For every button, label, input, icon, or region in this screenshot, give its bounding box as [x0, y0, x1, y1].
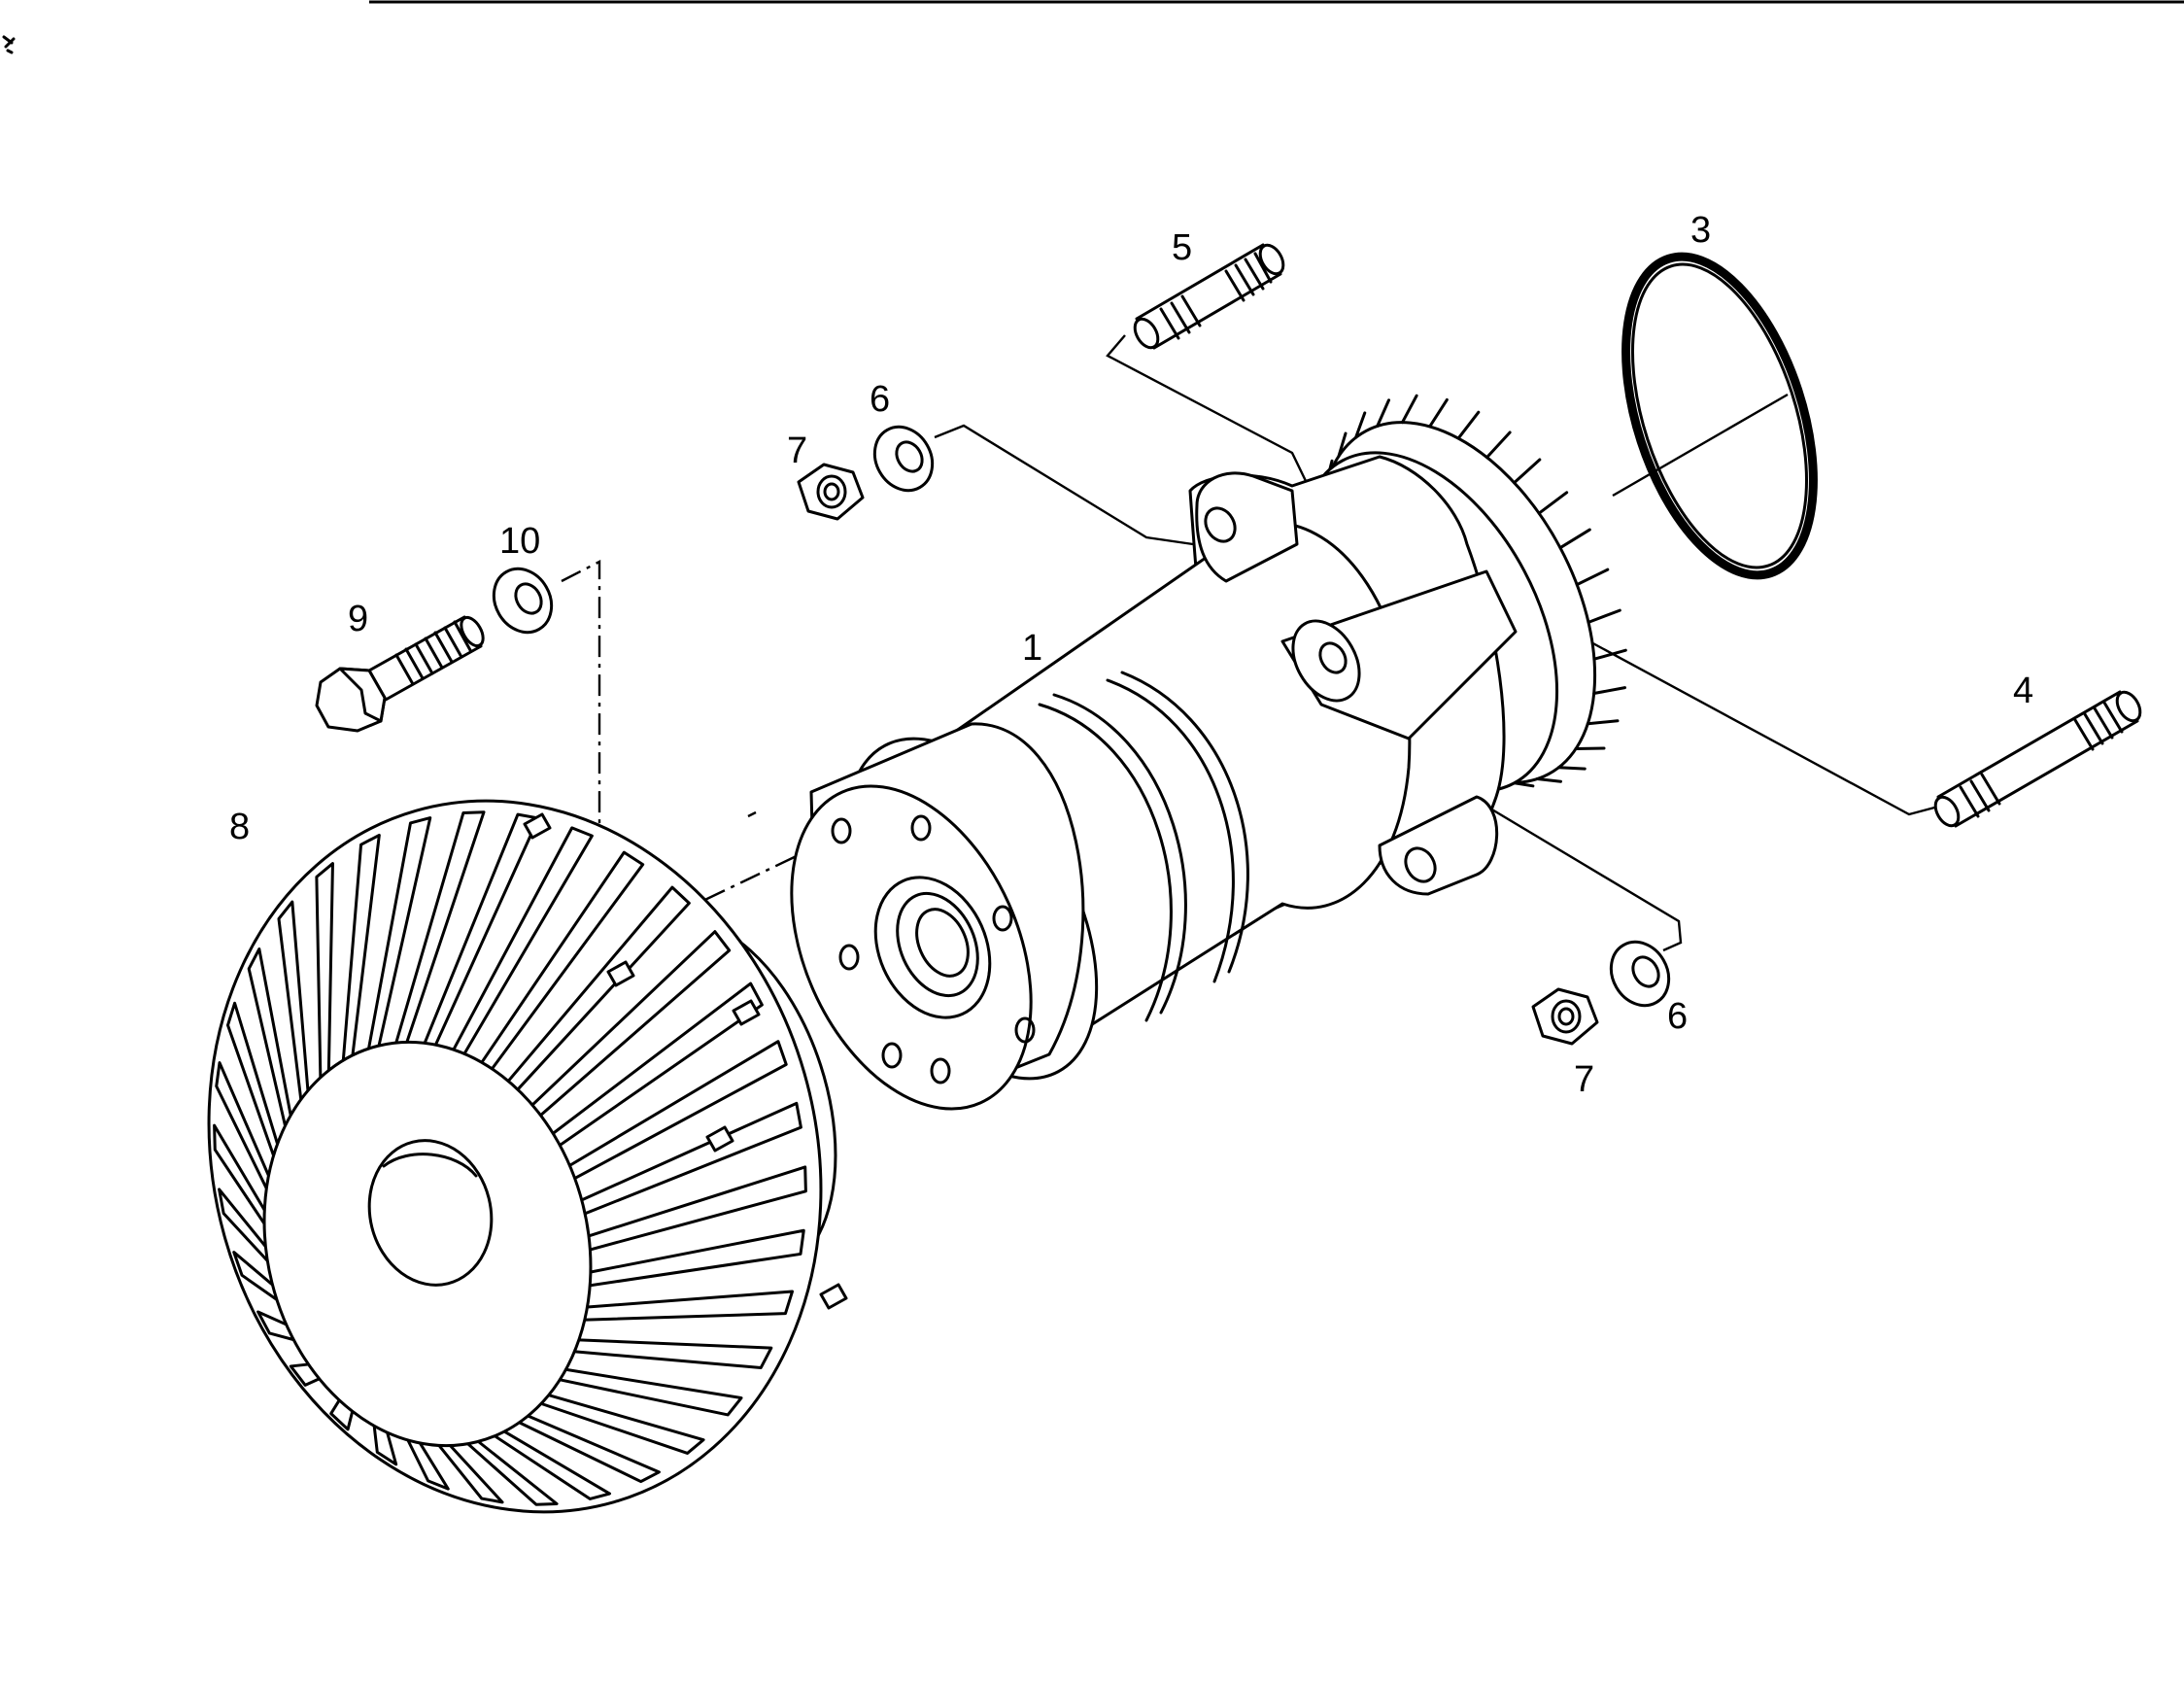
stud-part-right — [1933, 690, 2142, 828]
callout-3: 3 — [1690, 210, 1712, 251]
callout-9: 9 — [348, 599, 369, 639]
callout-8: 8 — [229, 807, 251, 847]
gear-tooth — [1485, 430, 1512, 460]
hex-bolt-part — [315, 615, 485, 733]
gear-tooth — [1556, 766, 1587, 771]
gear-tooth — [1400, 394, 1418, 425]
pump-housing-part — [790, 394, 1627, 1111]
callout-4: 4 — [2013, 671, 2034, 711]
gear-tooth — [1535, 777, 1562, 783]
stud-part-upper — [1133, 243, 1285, 350]
gear-tooth — [1592, 686, 1627, 696]
callout-6-upper: 6 — [870, 379, 891, 420]
o-ring-part — [1621, 252, 1818, 580]
callout-10: 10 — [499, 521, 541, 562]
callout-7-upper: 7 — [787, 430, 808, 471]
washer-part-lower — [1609, 940, 1671, 1008]
callout-1: 1 — [1022, 628, 1043, 669]
gear-tooth — [1592, 648, 1627, 661]
hex-nut-part-upper — [797, 463, 865, 521]
gear-tooth — [1575, 568, 1610, 587]
fan-blade — [315, 862, 334, 1099]
washer-part-upper — [872, 425, 935, 493]
gear-tooth — [1354, 411, 1367, 439]
impeller-fan-part — [207, 799, 848, 1514]
gear-tooth — [1537, 491, 1569, 515]
callout-5: 5 — [1172, 227, 1193, 268]
washer-part-10 — [492, 567, 554, 635]
gear-tooth — [1456, 410, 1481, 440]
callout-6-lower: 6 — [1667, 996, 1689, 1037]
gear-tooth — [1337, 431, 1348, 458]
scan-mark — [2, 35, 16, 54]
gear-tooth — [1513, 458, 1542, 485]
hub-bolt-holes — [831, 814, 1036, 1084]
gear-tooth — [1587, 608, 1621, 624]
gear-tooth — [1428, 397, 1449, 429]
hex-nut-part-lower — [1531, 987, 1599, 1046]
callout-7-lower: 7 — [1574, 1059, 1595, 1100]
gear-tooth — [1558, 528, 1591, 550]
gear-tooth — [1586, 719, 1620, 726]
gear-tooth — [1376, 398, 1391, 428]
gear-tooth — [1574, 746, 1606, 751]
